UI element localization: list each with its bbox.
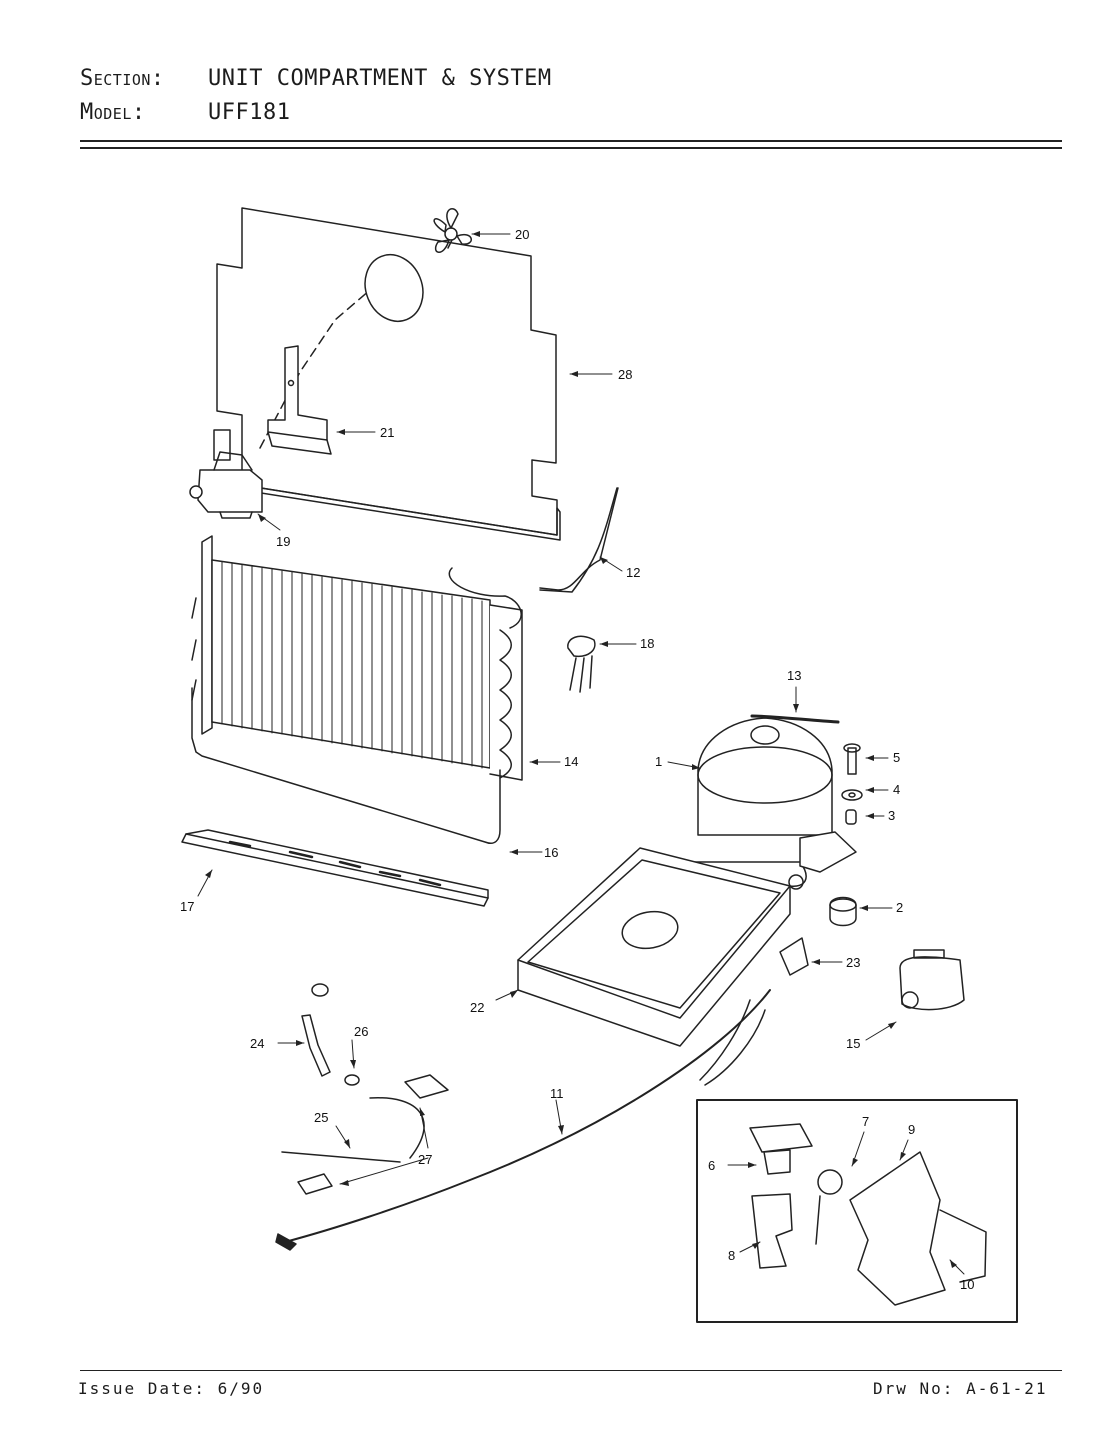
- callout-7: 7: [862, 1114, 869, 1129]
- callout-22: 22: [470, 1000, 484, 1015]
- callout-15: 15: [846, 1036, 860, 1051]
- callout-3: 3: [888, 808, 895, 823]
- callout-12: 12: [626, 565, 640, 580]
- header-rule-top: [80, 140, 1062, 142]
- grommet-part-2: [829, 896, 857, 927]
- wiring-harness-part-11: [275, 989, 771, 1251]
- defrost-timer-part-15: [899, 949, 965, 1011]
- callout-16: 16: [544, 845, 558, 860]
- drain-pan-part-22: [517, 847, 804, 1047]
- fan-blade-part-20: [433, 208, 472, 253]
- callout-11: 11: [550, 1086, 564, 1101]
- callout-4: 4: [893, 782, 900, 797]
- header-rule-bottom: [80, 147, 1062, 149]
- callout-1: 1: [655, 754, 662, 769]
- section-line: Section: UNIT COMPARTMENT & SYSTEM: [80, 66, 552, 91]
- tube-part-16: [191, 687, 501, 844]
- callout-20: 20: [515, 227, 529, 242]
- footer-rule: [80, 1370, 1062, 1371]
- inset-box: [696, 1099, 1018, 1323]
- callout-24: 24: [250, 1036, 264, 1051]
- model-label: Model:: [80, 100, 146, 125]
- callout-28: 28: [618, 367, 632, 382]
- callout-2: 2: [896, 900, 903, 915]
- section-title: UNIT COMPARTMENT & SYSTEM: [208, 66, 552, 91]
- callout-18: 18: [640, 636, 654, 651]
- model-number: UFF181: [208, 100, 291, 125]
- callout-5: 5: [893, 750, 900, 765]
- callout-14: 14: [564, 754, 578, 769]
- bracket-part-23: [779, 937, 809, 976]
- tube-part-12: [539, 487, 618, 593]
- callout-26: 26: [354, 1024, 368, 1039]
- callout-23: 23: [846, 955, 860, 970]
- callout-27: 27: [418, 1152, 432, 1167]
- mounting-hardware-parts-3-4-5: [841, 743, 863, 825]
- back-panel-part-28: [216, 207, 561, 541]
- callout-9: 9: [908, 1122, 915, 1137]
- callout-8: 8: [728, 1248, 735, 1263]
- condenser-part-14: [191, 487, 619, 781]
- compressor-part-1: [689, 717, 857, 887]
- fan-bracket-part-21: [267, 345, 332, 455]
- section-label: Section:: [80, 66, 165, 91]
- callout-19: 19: [276, 534, 290, 549]
- model-line: Model: UFF181: [80, 100, 290, 125]
- cap-tube-part-13: [750, 714, 840, 724]
- callout-10: 10: [960, 1277, 974, 1292]
- callout-13: 13: [787, 668, 801, 683]
- issue-date: Issue Date: 6/90: [78, 1379, 265, 1398]
- callout-25: 25: [314, 1110, 328, 1125]
- inset-parts-6-7-8-9-10: [749, 1123, 987, 1306]
- drain-trough-part-17: [181, 829, 489, 907]
- callout-21: 21: [380, 425, 394, 440]
- fan-motor-part-19: [189, 429, 263, 519]
- callout-6: 6: [708, 1158, 715, 1173]
- callout-arrowheads: [205, 231, 957, 1268]
- tubes-and-clamps-parts-24-25-26-27: [281, 983, 449, 1195]
- drier-part-18: [567, 635, 596, 693]
- callout-17: 17: [180, 899, 194, 914]
- drawing-number: Drw No: A-61-21: [873, 1379, 1048, 1398]
